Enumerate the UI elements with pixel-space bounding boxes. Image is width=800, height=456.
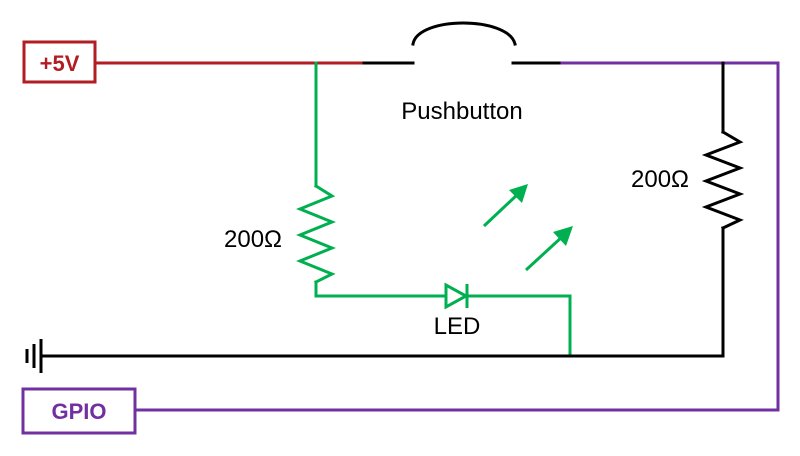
emission-arrow-icon [482,184,528,228]
led-branch-wire-right [465,294,572,358]
gpio-box [21,387,137,435]
emission-arrow-icon [524,226,573,272]
led-diode-symbol [444,282,470,310]
led-branch-wire-bottom [314,280,448,298]
power-source-label: +5V [40,51,80,76]
pushbutton-symbol [411,21,517,46]
resistor-right-symbol [701,129,745,230]
pushbutton-label: Pushbutton [401,98,522,125]
gpio-label: GPIO [51,399,106,424]
resistor-right-label: 200Ω [631,166,689,193]
ground-symbol [25,339,43,373]
resistor-left-label: 200Ω [224,226,282,253]
resistor-left-symbol [296,183,336,285]
power-source-box [22,40,97,84]
led-label: LED [434,313,481,340]
gpio-wire [134,61,780,412]
